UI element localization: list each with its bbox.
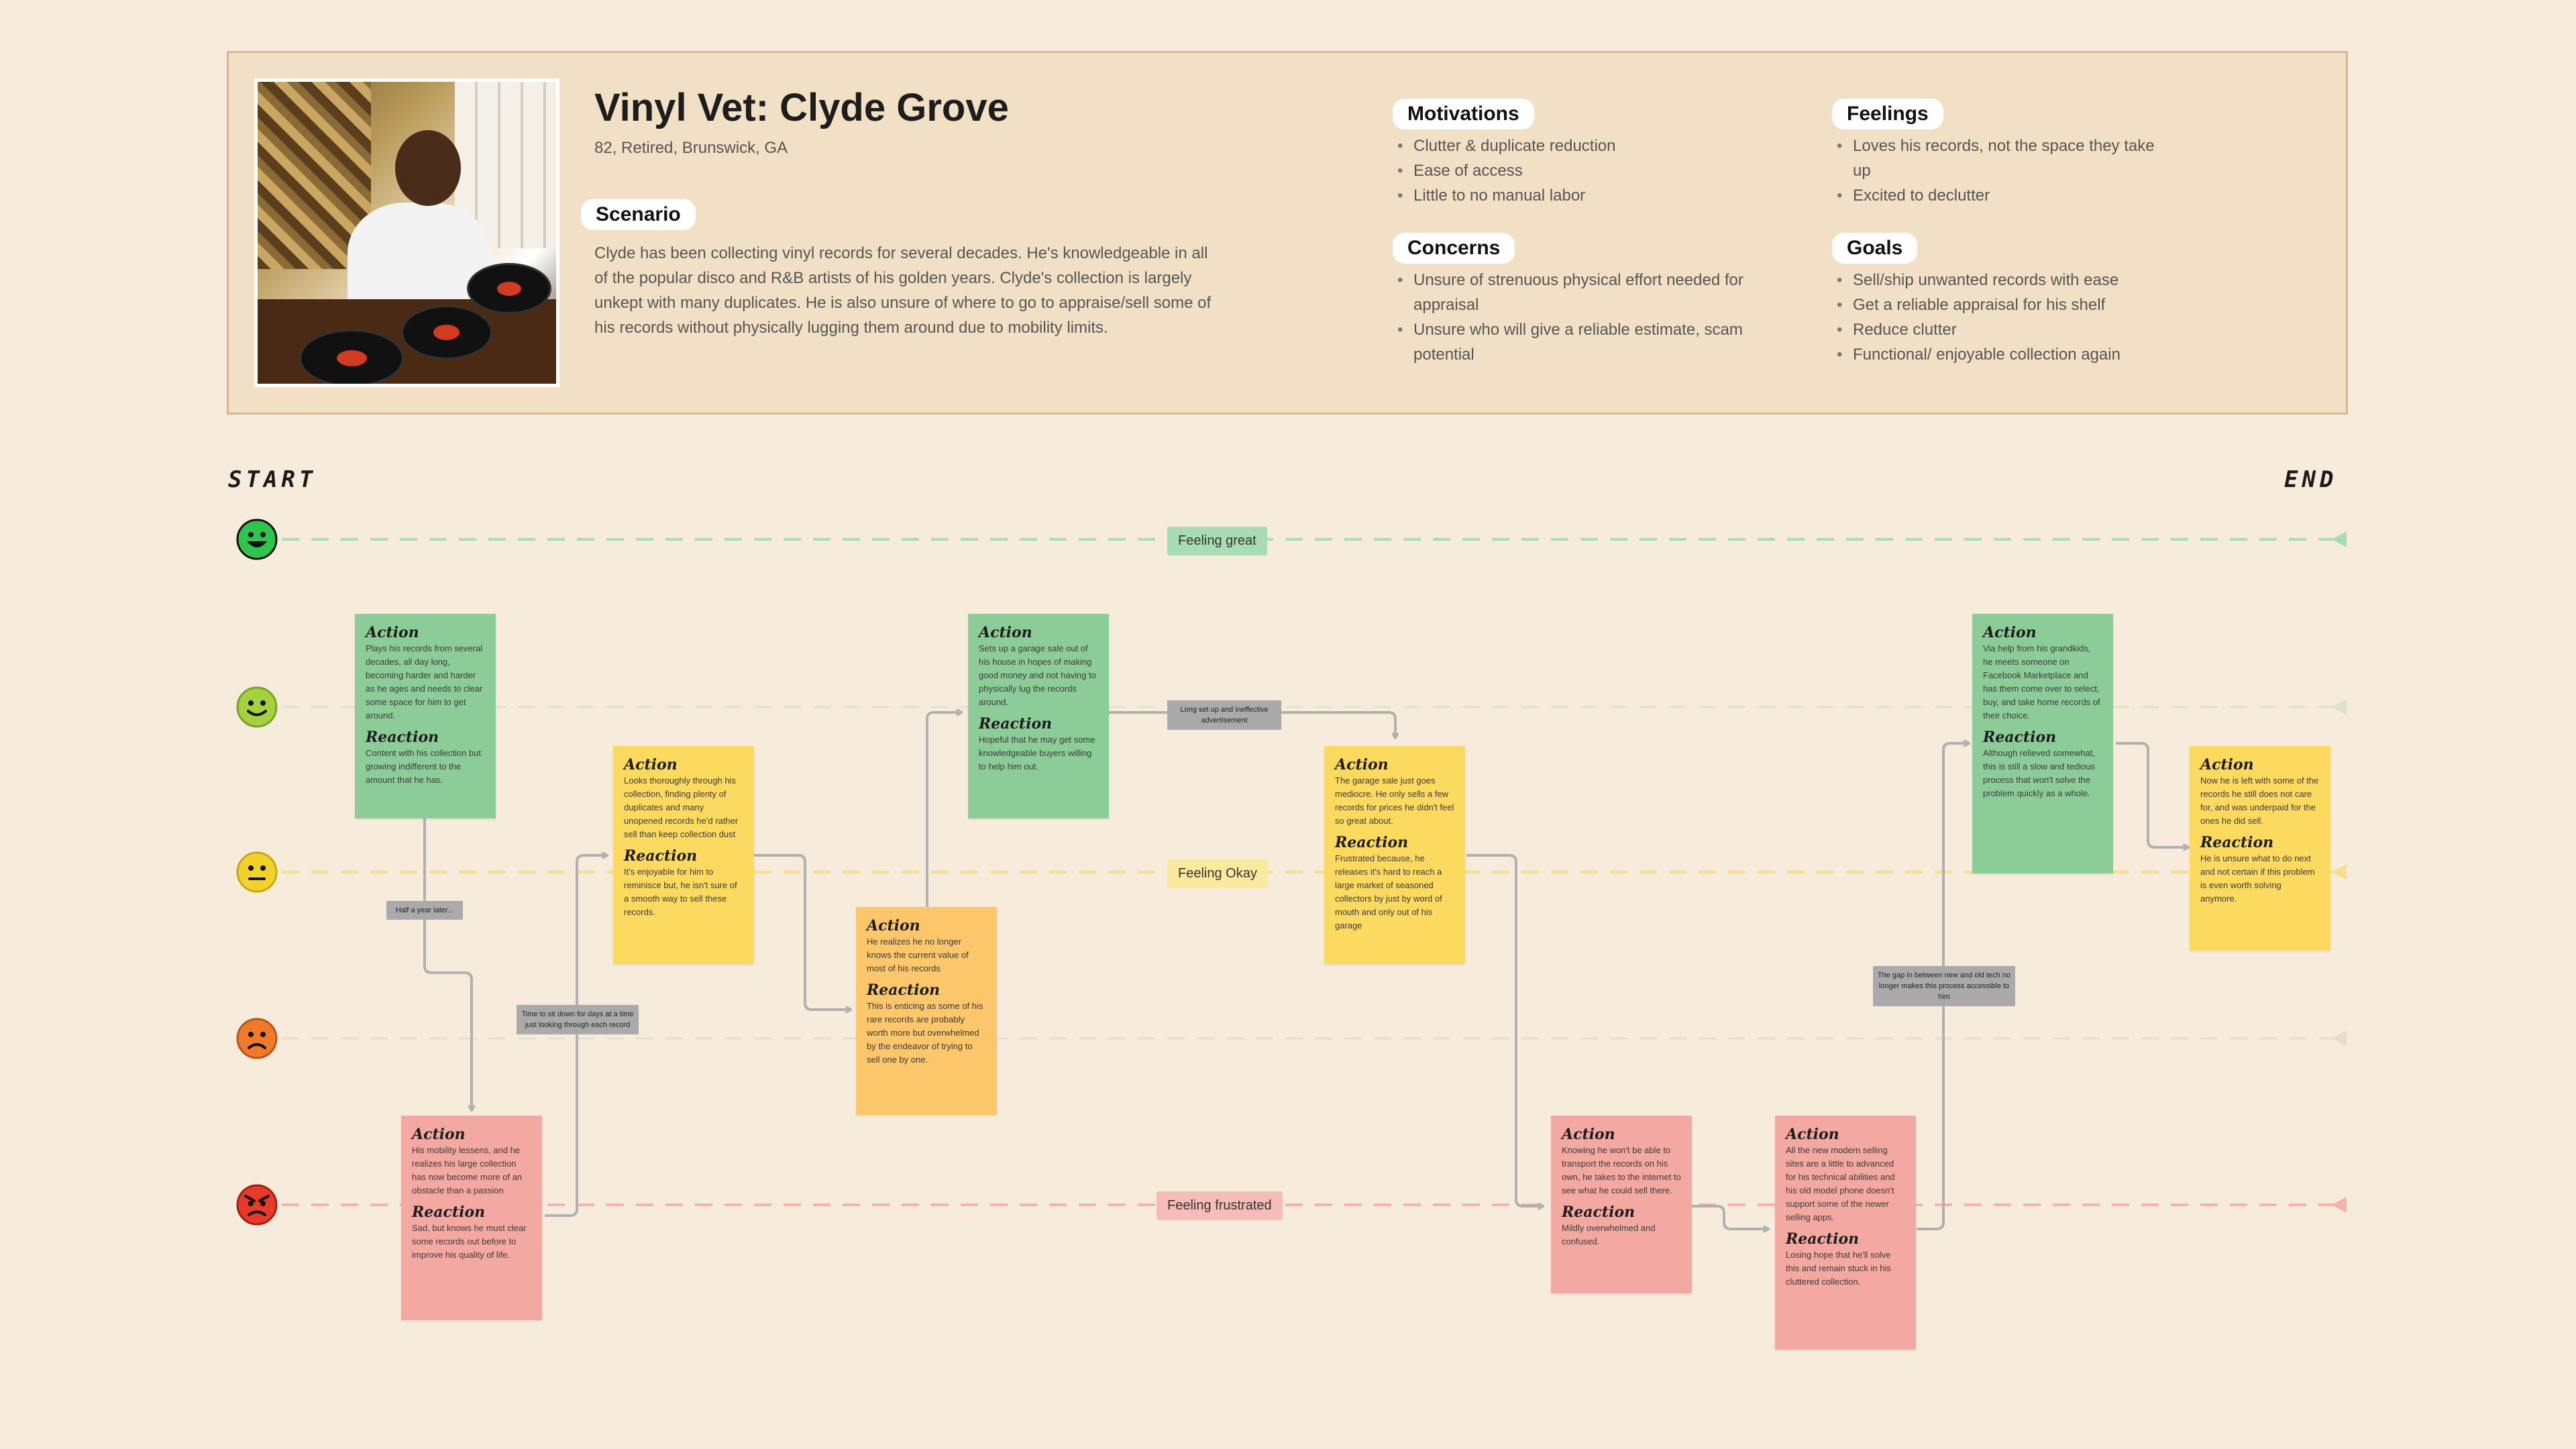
list-item: Unsure of strenuous physical effort need… (1397, 268, 1746, 317)
card-reaction-text: Although relieved somewhat, this is stil… (1983, 748, 2095, 798)
card-reaction-label: Reaction (1983, 729, 2057, 746)
list-item: Little to no manual labor (1397, 183, 1746, 208)
card-action-label: Action (867, 917, 920, 934)
card-action-text: He realizes he no longer knows the curre… (867, 936, 969, 973)
angry-face-icon (236, 1184, 278, 1226)
journey-card: Action Plays his records from several de… (355, 614, 496, 818)
card-action-text: All the new modern selling sites are a l… (1786, 1145, 1895, 1222)
card-reaction-text: It's enjoyable for him to reminisce but,… (624, 867, 737, 917)
card-action-text: Now he is left with some of the records … (2200, 775, 2319, 826)
list-item: Clutter & duplicate reduction (1397, 133, 1746, 158)
card-reaction-label: Reaction (366, 729, 439, 746)
concerns-list: Unsure of strenuous physical effort need… (1397, 268, 1746, 367)
scenario-label: Scenario (581, 199, 696, 230)
journey-card: Action Knowing he won't be able to trans… (1551, 1116, 1692, 1293)
list-item: Functional/ enjoyable collection again (1837, 342, 2212, 367)
journey-card: Action All the new modern selling sites … (1775, 1116, 1916, 1350)
card-reaction-label: Reaction (624, 847, 698, 865)
journey-card: Action His mobility lessens, and he real… (401, 1116, 542, 1320)
journey-card: Action He realizes he no longer knows th… (856, 907, 997, 1115)
transition-note: Time to sit down for days at a time just… (517, 1005, 639, 1034)
goals-label: Goals (1832, 233, 1918, 264)
card-reaction-label: Reaction (2200, 834, 2274, 851)
card-reaction-label: Reaction (867, 981, 941, 999)
card-action-label: Action (979, 624, 1032, 641)
list-item: Ease of access (1397, 158, 1746, 183)
card-reaction-text: He is unsure what to do next and not cer… (2200, 853, 2315, 904)
feelings-label: Feelings (1832, 99, 1943, 129)
card-action-text: Via help from his grandkids, he meets so… (1983, 643, 2100, 720)
card-action-label: Action (624, 756, 678, 773)
transition-note: Half a year later... (386, 901, 463, 920)
journey-card: Action Now he is left with some of the r… (2190, 746, 2330, 951)
persona-name: Vinyl Vet: Clyde Grove (594, 86, 1009, 129)
happy-face-icon (236, 519, 278, 560)
card-action-label: Action (366, 624, 419, 641)
card-reaction-text: Losing hope that he'll solve this and re… (1786, 1250, 1891, 1287)
list-item: Excited to declutter (1837, 183, 2172, 208)
goals-list: Sell/ship unwanted records with ease Get… (1837, 268, 2212, 367)
card-action-text: Looks thoroughly through his collection,… (624, 775, 739, 839)
card-action-text: The garage sale just goes mediocre. He o… (1335, 775, 1454, 826)
card-reaction-text: Frustrated because, he releases it's har… (1335, 853, 1442, 930)
journey-card: Action Via help from his grandkids, he m… (1972, 614, 2113, 873)
persona-subtitle: 82, Retired, Brunswick, GA (594, 139, 788, 157)
transition-note: The gap in between new and old tech no l… (1873, 966, 2015, 1006)
sad-face-icon (236, 1018, 278, 1059)
card-reaction-text: Hopeful that he may get some knowledgeab… (979, 735, 1095, 771)
persona-photo (254, 78, 559, 387)
feeling-okay-tag: Feeling Okay (1167, 859, 1268, 888)
transition-note: Long set up and ineffective advertisemen… (1167, 700, 1281, 730)
card-reaction-label: Reaction (1562, 1203, 1635, 1221)
card-action-label: Action (2200, 756, 2254, 773)
card-action-label: Action (1983, 624, 2037, 641)
start-label: START (228, 466, 317, 493)
journey-card: Action The garage sale just goes mediocr… (1324, 746, 1465, 964)
list-item: Reduce clutter (1837, 317, 2212, 342)
neutral-face-icon (236, 851, 278, 893)
card-reaction-label: Reaction (1335, 834, 1409, 851)
list-item: Sell/ship unwanted records with ease (1837, 268, 2212, 292)
journey-card: Action Sets up a garage sale out of his … (968, 614, 1109, 818)
card-reaction-text: Content with his collection but growing … (366, 748, 481, 785)
card-action-text: Sets up a garage sale out of his house i… (979, 643, 1096, 707)
card-reaction-label: Reaction (1786, 1230, 1860, 1248)
card-reaction-label: Reaction (979, 715, 1053, 733)
list-item: Loves his records, not the space they ta… (1837, 133, 2172, 183)
card-action-label: Action (412, 1126, 466, 1143)
end-label: END (2284, 466, 2338, 493)
journey-card: Action Looks thoroughly through his coll… (613, 746, 754, 964)
card-action-label: Action (1335, 756, 1389, 773)
feeling-great-tag: Feeling great (1167, 527, 1267, 555)
card-action-label: Action (1562, 1126, 1615, 1143)
scenario-text: Clyde has been collecting vinyl records … (594, 244, 1212, 337)
card-action-text: His mobility lessens, and he realizes hi… (412, 1145, 523, 1195)
motivations-label: Motivations (1393, 99, 1534, 129)
feeling-frustrated-tag: Feeling frustrated (1157, 1191, 1283, 1220)
motivations-list: Clutter & duplicate reduction Ease of ac… (1397, 133, 1746, 208)
persona-panel: Vinyl Vet: Clyde Grove 82, Retired, Brun… (227, 51, 2348, 415)
card-reaction-text: Sad, but knows he must clear some record… (412, 1223, 527, 1260)
feelings-list: Loves his records, not the space they ta… (1837, 133, 2172, 208)
card-reaction-text: This is enticing as some of his rare rec… (867, 1001, 983, 1065)
card-reaction-text: Mildly overwhelmed and confused. (1562, 1223, 1656, 1246)
list-item: Unsure who will give a reliable estimate… (1397, 317, 1746, 367)
smiling-face-icon (236, 686, 278, 728)
list-item: Get a reliable appraisal for his shelf (1837, 292, 2212, 317)
card-action-text: Knowing he won't be able to transport th… (1562, 1145, 1681, 1195)
card-action-label: Action (1786, 1126, 1839, 1143)
card-reaction-label: Reaction (412, 1203, 486, 1221)
concerns-label: Concerns (1393, 233, 1515, 264)
card-action-text: Plays his records from several decades, … (366, 643, 483, 720)
